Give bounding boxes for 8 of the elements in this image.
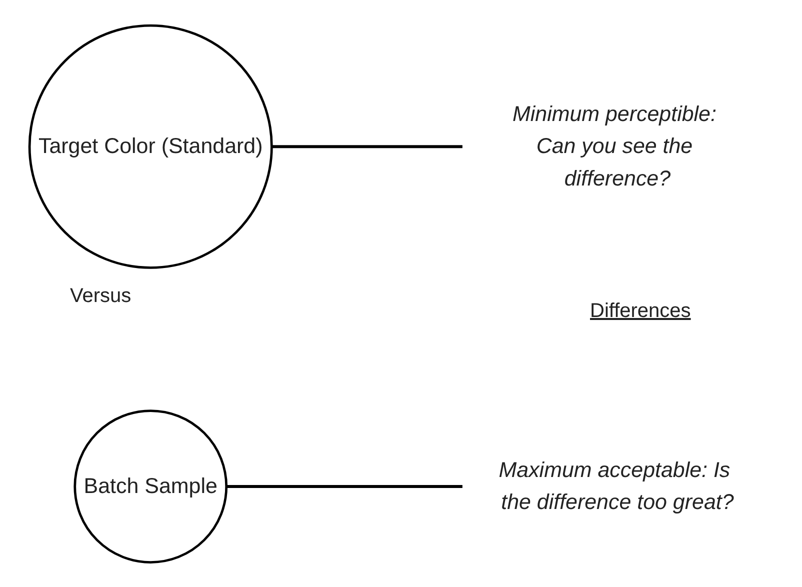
node-text: Minimum perceptible: Can you see the difference? bbox=[512, 101, 716, 190]
connector bbox=[272, 144, 462, 148]
node-text: Maximum acceptable: Is the difference too great? bbox=[498, 457, 734, 514]
label-text: Versus bbox=[70, 285, 132, 308]
connector bbox=[226, 484, 462, 488]
heading-text: Differences bbox=[590, 300, 691, 323]
node-circle bbox=[28, 24, 273, 268]
node-circle bbox=[74, 409, 228, 564]
